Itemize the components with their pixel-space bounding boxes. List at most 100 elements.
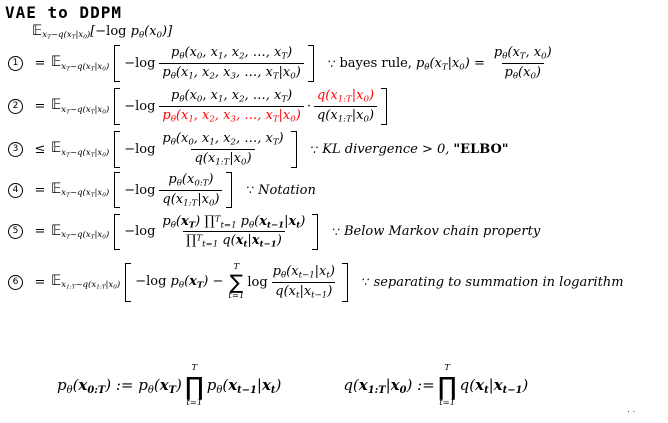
circled-number: 6 xyxy=(8,274,23,290)
open-bracket xyxy=(114,131,121,169)
fraction: pθ(x0, x1, x2, …, xT) pθ(x1, x2, x3, …, … xyxy=(159,45,304,82)
bracketed-expression: −log pθ(x0:T) q(x1:T|x0) xyxy=(114,171,233,210)
line-number-badge: 5 xyxy=(8,224,29,240)
annotation-bold-text: "ELBO" xyxy=(453,142,509,158)
product-operator: T ∏ t=1 xyxy=(438,364,457,408)
circled-number: 1 xyxy=(8,56,23,72)
blackboard-E-symbol: 𝔼 xyxy=(32,23,43,39)
because-symbol: ∵ xyxy=(332,224,340,239)
blackboard-E-symbol: 𝔼 xyxy=(51,222,62,239)
sum-upper-limit: T xyxy=(233,262,240,273)
annotation: ∵ separating to summation in logarithm xyxy=(362,275,624,290)
bracketed-expression: −log pθ(x0, x1, x2, …, xT) pθ(x1, x2, x3… xyxy=(114,44,314,83)
blackboard-E-symbol: 𝔼 xyxy=(51,140,62,157)
bracketed-expression: −log pθ(xT) ∏Tt=1 pθ(xt−1|xt) ∏Tt=1 q(xt… xyxy=(114,213,319,252)
intro-expectation-line: 𝔼xT~q(xT|x0)[−log pθ(x0)] xyxy=(32,23,668,42)
fraction-numerator: pθ(xt−1|xt) xyxy=(272,264,335,281)
relation-symbol: = xyxy=(34,99,46,115)
close-bracket xyxy=(290,131,297,169)
annotation: ∵ Below Markov chain property xyxy=(332,224,540,239)
open-bracket xyxy=(114,171,121,209)
fraction-denominator: q(x1:T|x0) xyxy=(313,106,378,125)
blackboard-E-symbol: 𝔼 xyxy=(51,97,62,114)
blackboard-E-symbol: 𝔼 xyxy=(51,54,62,71)
because-symbol: ∵ xyxy=(361,275,370,290)
annotation-text: bayes rule, xyxy=(339,56,412,72)
multiplication-dot: · xyxy=(306,99,311,115)
prod-lower-limit: t=1 xyxy=(439,397,456,408)
derivation-line-1: 1 = 𝔼xT~q(xT|x0) −log pθ(x0, x1, x2, …, … xyxy=(8,44,668,84)
circled-number: 2 xyxy=(8,99,23,115)
open-bracket xyxy=(114,45,121,83)
neg-log-term: −log pθ(xT) − xyxy=(135,274,224,291)
prod-upper-limit: T xyxy=(191,363,198,374)
fraction: pθ(x0, x1, x2, …, xT) pθ(x1, x2, x3, …, … xyxy=(159,88,304,125)
line-number-badge: 3 xyxy=(8,142,29,158)
bracketed-expression: −log pθ(x0, x1, x2, …, xT) q(x1:T|x0) xyxy=(114,130,297,169)
relation-symbol: ≤ xyxy=(34,142,46,158)
fraction-denominator: q(x1:T|x0) xyxy=(191,149,255,168)
expectation-term: 𝔼xT~q(xT|x0) xyxy=(51,54,109,73)
definition-rhs: q(xt|xt−1) xyxy=(459,376,529,397)
definition-q: q(x1:T|x0) := T ∏ t=1 q(xt|xt−1) xyxy=(343,364,528,408)
expectation-subscript: xT~q(xT|x0) xyxy=(61,229,110,241)
neg-log-label: −log xyxy=(124,99,156,115)
annotation-math: pθ(xT|x0) = xyxy=(415,55,485,73)
fraction: pθ(xT) ∏Tt=1 pθ(xt−1|xt) ∏Tt=1 q(xt|xt−1… xyxy=(159,214,308,251)
summation-operator: T ∑ t=1 xyxy=(228,262,245,302)
definition-p-theta: pθ(x0:T) := pθ(xT) T ∏ t=1 pθ(xt−1|xt) xyxy=(57,364,281,408)
expectation-term: 𝔼xT~q(xT|x0) xyxy=(51,97,109,116)
annotation-fraction: pθ(xT, x0) pθ(x0) xyxy=(491,45,555,82)
fraction: q(x1:T|x0) q(x1:T|x0) xyxy=(313,88,378,125)
fraction-numerator: pθ(xT, x0) xyxy=(493,45,552,62)
fraction: pθ(x0:T) q(x1:T|x0) xyxy=(159,172,223,209)
close-bracket xyxy=(226,171,233,209)
line-number-badge: 6 xyxy=(8,274,29,290)
expectation-subscript: xT~q(xT|x0) xyxy=(61,188,110,199)
neg-log-label: −log xyxy=(124,224,156,240)
intro-body: [−log pθ(x0)] xyxy=(90,24,173,41)
expectation-subscript: x1:T~q(x1:T|x0) xyxy=(61,280,121,292)
derivation-line-5: 5 = 𝔼xT~q(xT|x0) −log pθ(xT) ∏Tt=1 pθ(xt… xyxy=(8,210,668,253)
page-title: VAE to DDPM xyxy=(5,3,122,22)
neg-log-label: −log xyxy=(124,56,156,72)
blackboard-E-symbol: 𝔼 xyxy=(51,180,62,197)
expectation-term: 𝔼xT~q(xT|x0) xyxy=(51,223,109,242)
relation-symbol: = xyxy=(34,224,46,240)
definitions-row: pθ(x0:T) := pθ(xT) T ∏ t=1 pθ(xt−1|xt) q… xyxy=(57,364,668,408)
derivation-line-4: 4 = 𝔼xT~q(xT|x0) −log pθ(x0:T) q(x1:T|x0… xyxy=(8,171,668,210)
expectation-term: 𝔼xT~q(xT|x0) xyxy=(51,140,109,159)
fraction-numerator: pθ(xT) ∏Tt=1 pθ(xt−1|xt) xyxy=(162,213,306,230)
relation-symbol: = xyxy=(34,274,46,290)
sum-lower-limit: t=1 xyxy=(228,291,245,302)
expectation-term: 𝔼xT~q(xT|x0) xyxy=(32,23,90,41)
annotation-text: Below Markov chain property xyxy=(343,224,541,240)
definition-lhs: pθ(x0:T) := pθ(xT) xyxy=(57,376,182,397)
fraction-denominator-highlighted: pθ(x1, x2, x3, …, xT|x0) xyxy=(159,106,304,125)
close-bracket xyxy=(312,213,319,251)
because-symbol: ∵ xyxy=(327,56,336,71)
fraction-numerator: pθ(x0, x1, x2, …, xT) xyxy=(171,88,293,105)
expectation-term: 𝔼xT~q(xT|x0) xyxy=(51,181,109,200)
because-symbol: ∵ xyxy=(310,142,319,157)
blackboard-E-symbol: 𝔼 xyxy=(51,273,62,290)
expectation-subscript: xT~q(xT|x0) xyxy=(61,104,110,116)
stray-marks: .. xyxy=(627,406,638,414)
line-number-badge: 1 xyxy=(8,56,29,72)
product-operator: T ∏ t=1 xyxy=(185,364,204,408)
fraction-denominator: q(xt|xt−1) xyxy=(272,281,336,301)
open-bracket xyxy=(114,213,121,251)
circled-number: 4 xyxy=(8,182,23,198)
fraction: pθ(x0, x1, x2, …, xT) q(x1:T|x0) xyxy=(159,131,286,168)
expectation-subscript: xT~q(xT|x0) xyxy=(61,147,110,159)
circled-number: 5 xyxy=(8,224,23,240)
annotation: ∵ KL divergence > 0, "ELBO" xyxy=(311,142,509,157)
annotation-text: Notation xyxy=(258,182,316,198)
fraction-denominator: pθ(x1, x2, x3, …, xT|x0) xyxy=(159,63,304,82)
open-bracket xyxy=(125,263,132,302)
fraction-numerator: pθ(x0, x1, x2, …, xT) xyxy=(171,45,293,62)
annotation: ∵ Notation xyxy=(246,183,315,198)
annotation-text: separating to summation in logarithm xyxy=(373,274,624,290)
fraction-denominator: q(x1:T|x0) xyxy=(159,189,223,209)
because-symbol: ∵ xyxy=(246,183,255,198)
